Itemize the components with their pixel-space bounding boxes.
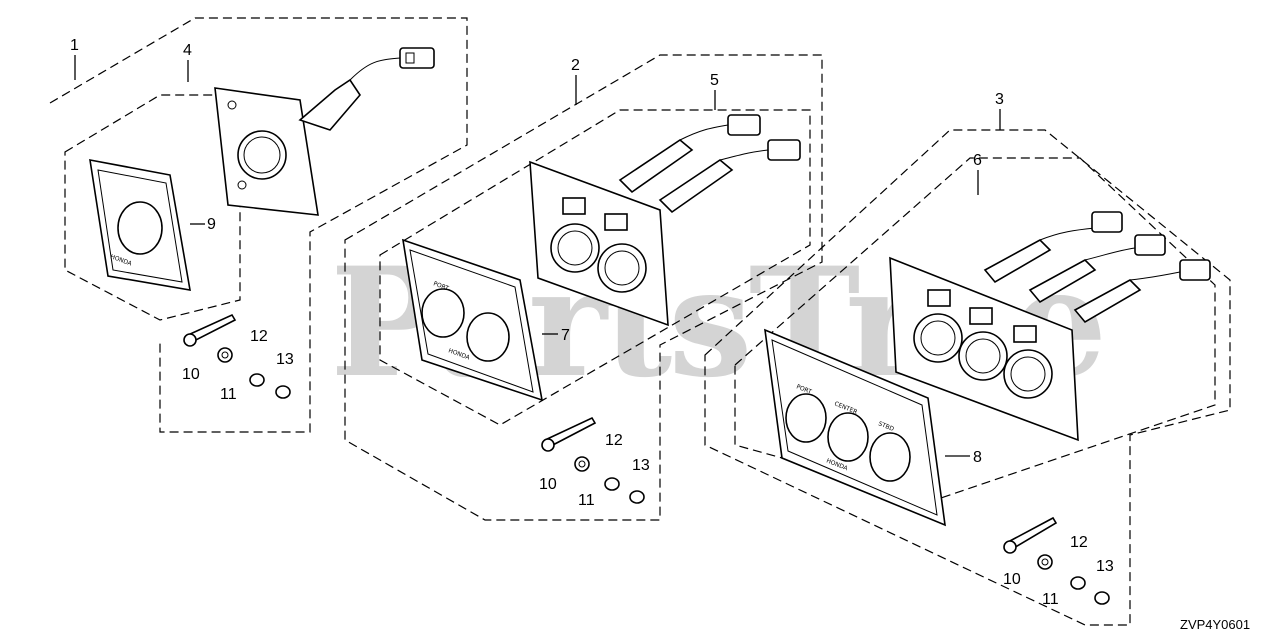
group-4-boundary — [64, 94, 241, 321]
callout-12-b: 12 — [605, 432, 623, 449]
group-3-hardware — [1003, 516, 1110, 605]
part-8-bezel: PORT CENTER STBD HONDA — [764, 328, 946, 527]
callout-2: 2 — [571, 57, 580, 74]
part-9-bezel: HONDA — [89, 159, 191, 291]
callout-12-a: 12 — [250, 328, 268, 345]
callout-9: 9 — [207, 216, 216, 233]
group-2-hardware — [541, 416, 645, 504]
callout-12-d: 12 — [1070, 534, 1088, 551]
callout-3: 3 — [995, 91, 1004, 108]
callout-11-d: 11 — [1042, 591, 1059, 608]
callout-13-d: 13 — [1096, 558, 1114, 575]
callout-8: 8 — [973, 449, 982, 466]
callout-13-a: 13 — [276, 351, 294, 368]
callout-11-a: 11 — [220, 386, 237, 403]
part-4-switch-base — [214, 47, 435, 216]
group-2-dual-panel: PORT HONDA 2 5 7 10 11 12 13 — [344, 54, 823, 521]
callout-10-a: 10 — [182, 366, 200, 383]
group-3-boundary — [704, 129, 1231, 626]
callout-5: 5 — [710, 72, 719, 89]
callout-4: 4 — [183, 42, 192, 59]
callout-1: 1 — [70, 37, 79, 54]
group-1-hardware — [183, 313, 291, 399]
callout-6: 6 — [973, 152, 982, 169]
group-1-boundary — [49, 17, 468, 433]
callout-11-b: 11 — [578, 492, 595, 509]
diagram-code: ZVP4Y0601 — [1180, 617, 1250, 632]
part-6-switch-base — [889, 211, 1211, 442]
callout-10-d: 10 — [1003, 571, 1021, 588]
group-1-single-panel: HONDA 1 4 9 10 11 12 13 — [49, 17, 468, 433]
callout-10-b: 10 — [539, 476, 557, 493]
part-7-bezel: PORT HONDA — [402, 238, 544, 402]
group-3-triple-panel: PORT CENTER STBD HONDA 3 6 8 10 11 12 13 — [704, 91, 1231, 626]
group-5-boundary — [379, 109, 811, 426]
part-5-switch-base — [529, 114, 801, 327]
group-6-boundary — [734, 157, 1216, 501]
group-2-boundary — [344, 54, 823, 521]
callout-13-b: 13 — [632, 457, 650, 474]
callout-7: 7 — [561, 327, 570, 344]
